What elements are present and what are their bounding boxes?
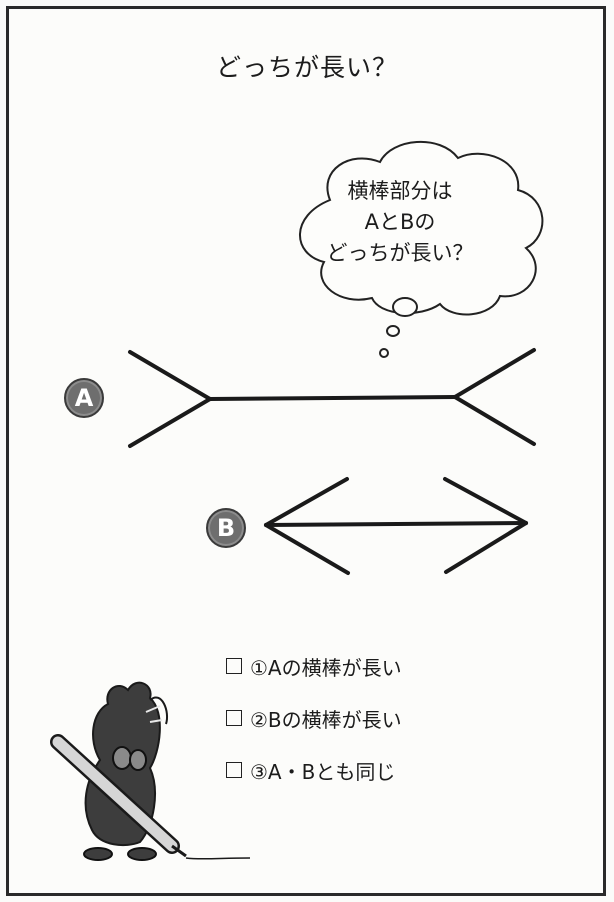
option-3-label: ③A・Bとも同じ — [250, 759, 396, 784]
bubble-line-2: AとBの — [364, 210, 436, 234]
option-1-label: ①Aの横棒が長い — [250, 655, 402, 680]
badge-a: A — [64, 378, 104, 418]
option-1[interactable]: ①Aの横棒が長い — [226, 640, 402, 692]
thought-bubble — [299, 140, 544, 316]
thought-dot-medium — [386, 325, 400, 337]
figure-a — [128, 348, 536, 448]
badge-b: B — [206, 508, 246, 548]
option-2[interactable]: ②Bの横棒が長い — [226, 692, 402, 744]
answer-options: ①Aの横棒が長い ②Bの横棒が長い ③A・Bとも同じ — [226, 640, 402, 796]
checkbox[interactable] — [226, 710, 242, 726]
page-title: どっちが長い？ — [215, 53, 398, 82]
bubble-line-1: 横棒部分は — [347, 179, 453, 203]
thought-dot-large — [392, 297, 418, 317]
mascot-character — [50, 681, 251, 861]
thought-dot-small — [379, 348, 389, 358]
figure-b — [264, 477, 528, 575]
checkbox[interactable] — [226, 658, 242, 674]
option-3[interactable]: ③A・Bとも同じ — [226, 744, 402, 796]
option-2-label: ②Bの横棒が長い — [250, 707, 402, 732]
bubble-line-3: どっちが長い？ — [326, 241, 474, 265]
checkbox[interactable] — [226, 762, 242, 778]
thought-bubble-text: 横棒部分は AとBの どっちが長い？ — [300, 176, 500, 269]
